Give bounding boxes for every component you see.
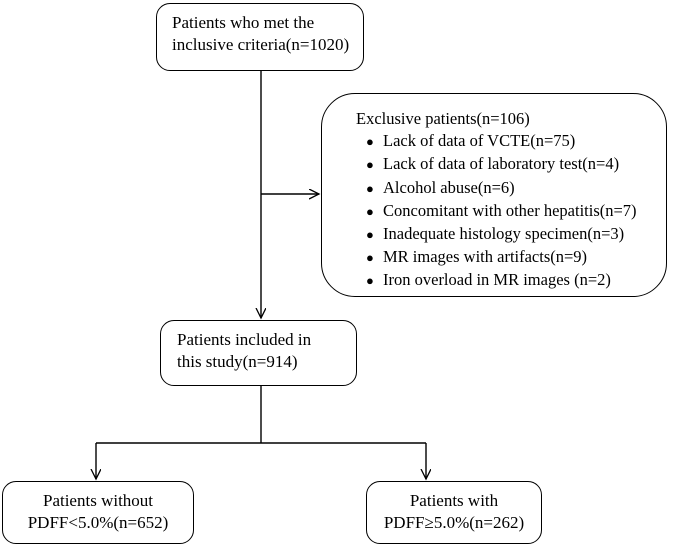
inclusive-criteria-line-2: inclusive criteria(n=1020): [172, 35, 350, 54]
pdff-below-line-1: Patients without: [42, 491, 154, 510]
exclusion-reason-label: MR images with artifacts(n=9): [383, 247, 588, 267]
exclusion-reasons-list: ● Lack of data of VCTE(n=75) ● Lack of dat…: [356, 130, 666, 292]
exclusion-reason-item: ● Lack of data of VCTE(n=75): [366, 130, 666, 153]
pdff-below-threshold-box: Patients without PDFF<5.0%(n=652): [2, 481, 194, 544]
bullet-icon: ●: [366, 180, 374, 196]
exclusion-reason-item: ● Concomitant with other hepatitis(n=7): [366, 200, 666, 223]
pdff-above-threshold-box: Patients with PDFF≥5.0%(n=262): [366, 481, 542, 544]
included-patients-box: Patients included in this study(n=914): [160, 320, 357, 386]
exclusion-reason-label: Lack of data of VCTE(n=75): [383, 131, 576, 151]
exclusion-reason-item: ● Alcohol abuse(n=6): [366, 177, 666, 200]
pdff-below-line-2: PDFF<5.0%(n=652): [27, 513, 169, 532]
bullet-icon: ●: [366, 250, 374, 266]
exclusion-reason-item: ● MR images with artifacts(n=9): [366, 246, 666, 269]
exclusion-reason-label: Iron overload in MR images (n=2): [383, 270, 611, 290]
bullet-icon: ●: [366, 227, 374, 243]
inclusive-criteria-line-1: Patients who met the: [172, 13, 315, 32]
pdff-above-line-1: Patients with: [409, 491, 499, 510]
exclusion-reason-label: Inadequate histology specimen(n=3): [383, 224, 625, 244]
pdff-above-line-2: PDFF≥5.0%(n=262): [383, 513, 525, 532]
bullet-icon: ●: [366, 134, 374, 150]
exclusion-reason-label: Concomitant with other hepatitis(n=7): [383, 200, 637, 220]
exclusion-reason-item: ● Inadequate histology specimen(n=3): [366, 223, 666, 246]
exclusive-patients-title: Exclusive patients(n=106): [356, 109, 530, 128]
bullet-icon: ●: [366, 203, 374, 219]
exclusion-reason-item: ● Iron overload in MR images (n=2): [366, 269, 666, 292]
exclusive-patients-box: Exclusive patients(n=106) ● Lack of data …: [321, 93, 667, 297]
bullet-icon: ●: [366, 157, 374, 173]
exclusion-reason-item: ● Lack of data of laboratory test(n=4): [366, 153, 666, 176]
bullet-icon: ●: [366, 273, 374, 289]
inclusive-criteria-box: Patients who met the inclusive criteria(…: [156, 3, 364, 71]
exclusion-reason-label: Lack of data of laboratory test(n=4): [383, 154, 620, 174]
included-patients-line-1: Patients included in: [177, 330, 312, 349]
exclusion-reason-label: Alcohol abuse(n=6): [383, 177, 515, 197]
included-patients-line-2: this study(n=914): [177, 352, 298, 371]
